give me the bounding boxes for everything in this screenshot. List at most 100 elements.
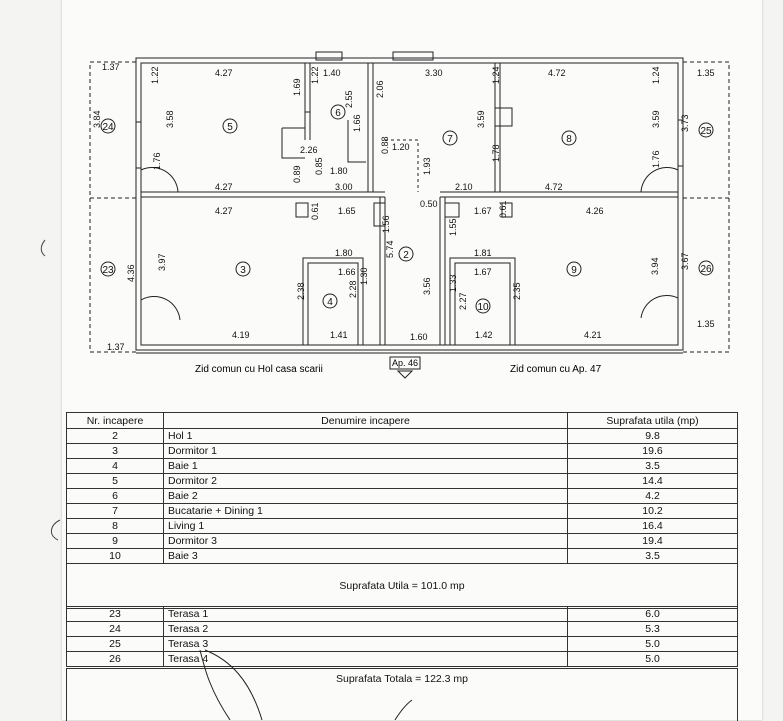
room-number: 25 bbox=[66, 636, 164, 652]
dimension-label: 1.76 bbox=[651, 150, 661, 168]
dimension-label: 1.56 bbox=[381, 215, 391, 233]
dimension-label: 3.58 bbox=[165, 110, 175, 128]
room-area: 14.4 bbox=[567, 473, 738, 489]
dimension-label: 1.22 bbox=[310, 66, 320, 84]
room-name: Baie 2 bbox=[163, 488, 568, 504]
dimension-label: 1.33 bbox=[448, 274, 458, 292]
room-number-label: 7 bbox=[447, 134, 453, 145]
dimension-label: 1.40 bbox=[323, 68, 341, 78]
dimension-label: 5.74 bbox=[385, 240, 395, 258]
room-marker bbox=[561, 130, 577, 146]
window-top-left bbox=[315, 51, 343, 61]
room-marker bbox=[698, 122, 714, 138]
dimension-label: 0.61 bbox=[498, 200, 508, 218]
room-marker bbox=[100, 118, 116, 134]
dimension-label: 0.85 bbox=[314, 157, 324, 175]
dimension-label: 3.59 bbox=[476, 110, 486, 128]
room-name: Terasa 4 bbox=[163, 651, 568, 667]
room-number-label: 25 bbox=[700, 126, 712, 137]
dimension-label: 4.19 bbox=[232, 330, 250, 340]
apartment-tag: Ap. 46 bbox=[392, 358, 418, 368]
room-marker bbox=[235, 261, 251, 277]
useful-area-total-row: Suprafata Utila = 101.0 mp bbox=[66, 563, 738, 609]
room-number: 4 bbox=[66, 458, 164, 474]
room-number-label: 8 bbox=[566, 134, 572, 145]
dimension-label: 1.65 bbox=[338, 206, 356, 216]
rooms-table: Nr. incapere Denumire incapere Suprafata… bbox=[66, 412, 738, 609]
dimension-label: 1.80 bbox=[335, 248, 353, 258]
dimension-label: 3.94 bbox=[650, 257, 660, 275]
room-marker bbox=[698, 260, 714, 276]
room-marker bbox=[442, 130, 458, 146]
room-number: 6 bbox=[66, 488, 164, 504]
dimension-label: 4.21 bbox=[584, 330, 602, 340]
dimension-label: 2.55 bbox=[344, 90, 354, 108]
room-area: 3.5 bbox=[567, 548, 738, 564]
useful-area-total: Suprafata Utila = 101.0 mp bbox=[66, 563, 738, 609]
room-number-label: 9 bbox=[571, 265, 577, 276]
dimension-label: 4.72 bbox=[548, 68, 566, 78]
room-number: 7 bbox=[66, 503, 164, 519]
dimension-label: 0.61 bbox=[310, 202, 320, 220]
apartment-tag-box bbox=[389, 356, 421, 370]
dimension-label: 2.26 bbox=[300, 145, 318, 155]
room-marker bbox=[100, 261, 116, 277]
dimension-label: 4.27 bbox=[215, 206, 233, 216]
dimension-label: 1.37 bbox=[102, 62, 120, 72]
room-name: Terasa 2 bbox=[163, 621, 568, 637]
room-area: 3.5 bbox=[567, 458, 738, 474]
room-name: Living 1 bbox=[163, 518, 568, 534]
room-name: Dormitor 1 bbox=[163, 443, 568, 459]
room-name: Terasa 3 bbox=[163, 636, 568, 652]
room-area: 10.2 bbox=[567, 503, 738, 519]
dimension-label: 3.00 bbox=[335, 182, 353, 192]
dimension-label: 1.69 bbox=[292, 78, 302, 96]
room-area: 9.8 bbox=[567, 428, 738, 444]
dimension-label: 3.67 bbox=[680, 252, 690, 270]
dimension-label: 1.35 bbox=[697, 319, 715, 329]
room-area: 19.6 bbox=[567, 443, 738, 459]
dimension-label: 4.27 bbox=[215, 182, 233, 192]
room-name: Dormitor 2 bbox=[163, 473, 568, 489]
room-number-label: 10 bbox=[477, 302, 489, 313]
room-marker bbox=[566, 261, 582, 277]
room-number: 23 bbox=[66, 606, 164, 622]
room-number-label: 23 bbox=[102, 265, 114, 276]
room-number: 8 bbox=[66, 518, 164, 534]
terrace-outline-left bbox=[89, 61, 137, 353]
window-top-right bbox=[392, 51, 434, 61]
dimension-label: 2.06 bbox=[375, 80, 385, 98]
grand-total-row: Suprafata Totala = 122.3 mp bbox=[66, 668, 738, 721]
dimension-label: 4.72 bbox=[545, 182, 563, 192]
dimension-label: 1.41 bbox=[330, 330, 348, 340]
room-name: Dormitor 3 bbox=[163, 533, 568, 549]
room-name: Terasa 1 bbox=[163, 606, 568, 622]
dimension-label: 1.93 bbox=[422, 157, 432, 175]
dimension-label: 0.50 bbox=[420, 199, 438, 209]
room-name: Baie 1 bbox=[163, 458, 568, 474]
dimension-label: 1.30 bbox=[359, 267, 369, 285]
header-room-name: Denumire incapere bbox=[163, 412, 568, 429]
room-number: 2 bbox=[66, 428, 164, 444]
room-number-label: 24 bbox=[102, 122, 114, 133]
dimension-label: 4.26 bbox=[586, 206, 604, 216]
dimension-label: 2.35 bbox=[512, 282, 522, 300]
dimension-label: 1.78 bbox=[491, 144, 501, 162]
room-marker bbox=[398, 246, 414, 262]
dimension-label: 2.38 bbox=[296, 282, 306, 300]
room-number: 9 bbox=[66, 533, 164, 549]
dimension-label: 1.24 bbox=[491, 66, 501, 84]
room-number-label: 26 bbox=[700, 264, 712, 275]
wall-label-right: Zid comun cu Ap. 47 bbox=[510, 364, 602, 375]
dimension-label: 1.55 bbox=[448, 218, 458, 236]
dimension-label: 4.27 bbox=[215, 68, 233, 78]
room-name: Hol 1 bbox=[163, 428, 568, 444]
